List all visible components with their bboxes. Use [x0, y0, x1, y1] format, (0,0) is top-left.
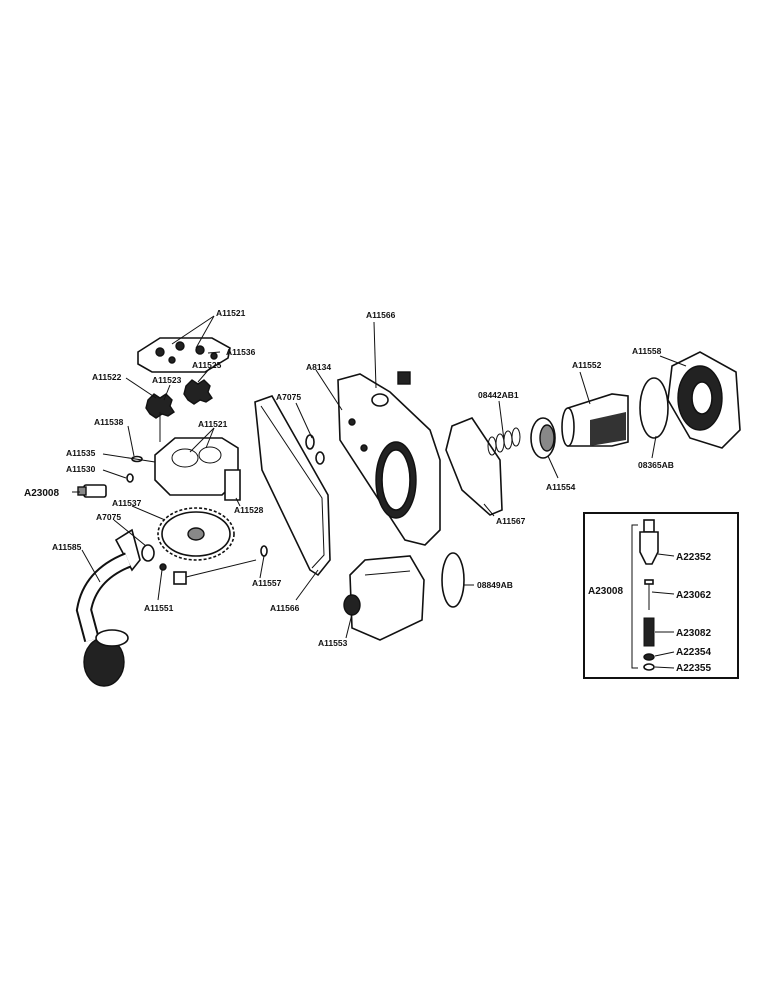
label-a11551: A11551	[144, 603, 174, 613]
gasket-left	[254, 395, 331, 577]
label-a11554: A11554	[546, 482, 576, 492]
inset-label-a22355: A22355	[676, 663, 711, 674]
label-a11553: A11553	[318, 638, 348, 648]
bolt	[173, 559, 257, 585]
label-a11530: A11530	[66, 464, 96, 474]
inset-label-a23082: A23082	[676, 628, 711, 639]
inset-part-a22354	[643, 653, 655, 661]
label-a11521-mid: A11521	[198, 419, 228, 429]
filter-canister	[343, 555, 425, 641]
inset-box: A23008 A22352 A23062 A23082 A22354 A2235…	[583, 512, 739, 679]
relief-valve-assembly	[77, 484, 107, 498]
oil-pickup-pipe	[75, 528, 141, 687]
end-cap	[667, 351, 741, 449]
washer-mid-2	[315, 451, 325, 465]
inset-part-a23062	[644, 579, 654, 610]
label-08365ab: 08365AB	[638, 460, 674, 470]
inset-group-label: A23008	[588, 586, 623, 597]
inset-part-a23082	[643, 617, 655, 647]
o-ring-08849ab	[441, 552, 465, 608]
label-a7075-mid: A7075	[276, 392, 301, 402]
label-a11557: A11557	[252, 578, 282, 588]
inset-label-a22354: A22354	[676, 647, 711, 658]
label-a11528: A11528	[234, 505, 264, 515]
inset-label-a22352: A22352	[676, 552, 711, 563]
label-a11566-bottom: A11566	[270, 603, 300, 613]
label-a11558: A11558	[632, 346, 662, 356]
filter-housing	[337, 373, 441, 546]
washer-left	[141, 544, 155, 562]
label-a11538: A11538	[94, 417, 124, 427]
cup	[530, 417, 556, 459]
plug	[397, 371, 411, 385]
label-a11535: A11535	[66, 448, 96, 458]
label-a11567: A11567	[496, 516, 526, 526]
label-a8134: A8134	[306, 362, 331, 372]
label-a11566-top: A11566	[366, 310, 396, 320]
label-a11552: A11552	[572, 360, 602, 370]
pump-gear-drive	[145, 393, 175, 442]
pump-body	[154, 437, 241, 501]
label-a11537: A11537	[112, 498, 142, 508]
label-a7075-left: A7075	[96, 512, 121, 522]
label-a11522: A11522	[92, 372, 122, 382]
pin-a11530	[126, 473, 134, 483]
inset-label-a23062: A23062	[676, 590, 711, 601]
label-a11521-top: A11521	[216, 308, 246, 318]
inset-part-a22355	[643, 663, 655, 671]
label-a11585: A11585	[52, 542, 82, 552]
washer-a11557	[260, 545, 268, 557]
label-a11523: A11523	[152, 375, 182, 385]
washer-mid	[305, 434, 315, 450]
label-08442ab1: 08442AB1	[478, 390, 519, 400]
label-08849ab: 08849AB	[477, 580, 513, 590]
pump-gear-idler	[183, 379, 213, 405]
part-labels: A11521 A11536 A11522 A11523 A11525 A1153…	[24, 308, 674, 648]
leader-lines	[72, 315, 687, 639]
label-a11536: A11536	[226, 347, 256, 357]
o-ring-08365ab	[639, 377, 669, 439]
sleeve	[561, 393, 629, 447]
pin-a11551	[159, 563, 167, 571]
label-a23008-left: A23008	[24, 488, 59, 499]
label-a11525: A11525	[192, 360, 222, 370]
pump-cover-plate	[137, 337, 231, 373]
inset-part-a22352	[639, 519, 659, 565]
gasket-right	[445, 417, 503, 516]
spur-gear	[157, 507, 235, 561]
